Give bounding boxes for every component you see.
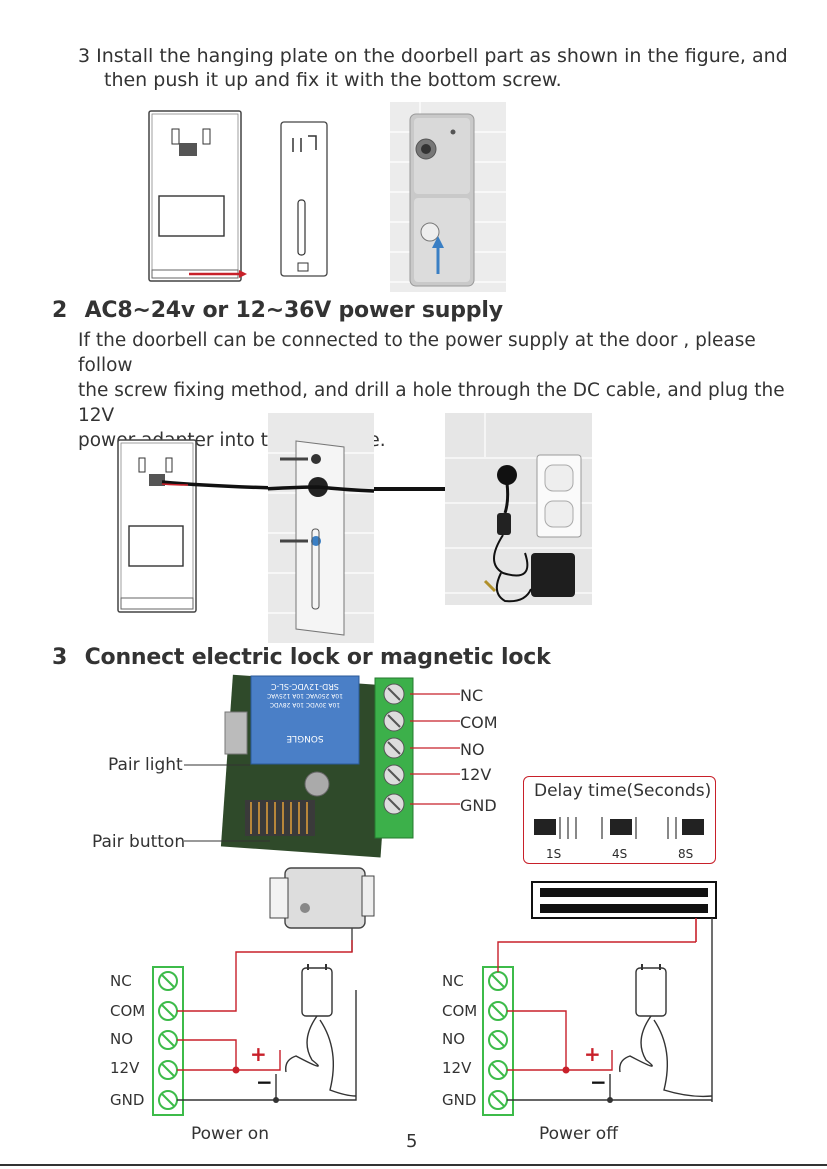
doorbell-back-cable-figure bbox=[117, 439, 276, 613]
left-terminal-com: COM bbox=[110, 1002, 146, 1020]
section-number: 3 bbox=[52, 645, 68, 670]
install-step-line2: then push it up and fix it with the bott… bbox=[104, 69, 562, 91]
footer-rule bbox=[0, 1164, 827, 1166]
lock-section-heading: 3 Connect electric lock or magnetic lock bbox=[52, 645, 551, 670]
section-title: AC8~24v or 12~36V power supply bbox=[84, 298, 503, 323]
power-off-caption: Power off bbox=[539, 1124, 618, 1144]
left-terminal-12v: 12V bbox=[110, 1059, 140, 1077]
electric-lock-icon bbox=[269, 867, 375, 952]
page-number: 5 bbox=[406, 1131, 418, 1152]
delay-title: Delay time(Seconds) bbox=[534, 781, 712, 801]
relay-text-1: SRD-12VDC-SL-C bbox=[271, 682, 339, 691]
para-line: the screw fixing method, and drill a hol… bbox=[78, 380, 785, 426]
delay-time-panel: Delay time(Seconds) 1S 4S 8S bbox=[523, 776, 716, 864]
step-text: Install the hanging plate on the doorbel… bbox=[96, 45, 788, 67]
install-step-line1: 3 Install the hanging plate on the doorb… bbox=[78, 44, 788, 68]
terminal-label-gnd: GND bbox=[460, 796, 497, 815]
hanging-plate-figure bbox=[280, 121, 328, 277]
delay-option-1s: 1S bbox=[546, 847, 562, 861]
right-terminal-nc: NC bbox=[442, 972, 464, 990]
doorbell-mounted-photo bbox=[390, 102, 506, 292]
delay-option-4s: 4S bbox=[612, 847, 628, 861]
relay-module-figure: SRD-12VDC-SL-C 10A 250VAC 10A 125VAC 10A… bbox=[220, 674, 414, 858]
left-terminal-gnd: GND bbox=[110, 1091, 145, 1109]
doorbell-back-figure bbox=[148, 110, 247, 282]
jumper-settings-icon bbox=[534, 817, 704, 839]
delay-option-8s: 8S bbox=[678, 847, 694, 861]
dc-cable-segment bbox=[374, 487, 446, 491]
wiring-diagrams: + − + − bbox=[152, 867, 717, 1116]
step-number: 3 bbox=[78, 45, 91, 67]
relay-text-3: 10A 30VDC 10A 28VDC bbox=[270, 701, 340, 708]
right-terminal-gnd: GND bbox=[442, 1091, 477, 1109]
relay-leader-lines bbox=[184, 693, 460, 842]
para-line: If the doorbell can be connected to the … bbox=[78, 330, 756, 376]
power-adapter-icon-left bbox=[285, 964, 357, 1097]
left-terminal-nc: NC bbox=[110, 972, 132, 990]
relay-text-2: 10A 250VAC 10A 125VAC bbox=[267, 692, 343, 699]
pair-light-label: Pair light bbox=[108, 755, 183, 775]
left-terminal-no: NO bbox=[110, 1030, 134, 1048]
section-title: Connect electric lock or magnetic lock bbox=[84, 645, 551, 670]
plus-sign-right: + bbox=[584, 1042, 601, 1066]
right-terminal-12v: 12V bbox=[442, 1059, 472, 1077]
relay-brand: SONGLE bbox=[286, 733, 324, 743]
terminal-label-no: NO bbox=[460, 740, 485, 759]
outlet-adapter-figure bbox=[445, 413, 592, 605]
power-adapter-icon-right bbox=[619, 964, 713, 1098]
section-number: 2 bbox=[52, 298, 68, 323]
plate-wall-cable-figure bbox=[268, 413, 374, 643]
minus-sign-left: − bbox=[256, 1070, 273, 1094]
right-terminal-no: NO bbox=[442, 1030, 466, 1048]
terminal-label-com: COM bbox=[460, 713, 498, 732]
power-on-caption: Power on bbox=[191, 1124, 269, 1144]
plus-sign-left: + bbox=[250, 1042, 267, 1066]
minus-sign-right: − bbox=[590, 1070, 607, 1094]
power-description: If the doorbell can be connected to the … bbox=[78, 328, 798, 453]
magnetic-lock-icon bbox=[531, 881, 717, 1102]
right-terminal-com: COM bbox=[442, 1002, 478, 1020]
pair-button-label: Pair button bbox=[92, 832, 186, 852]
power-section-heading: 2 AC8~24v or 12~36V power supply bbox=[52, 298, 503, 323]
terminal-label-12v: 12V bbox=[460, 765, 492, 784]
terminal-label-nc: NC bbox=[460, 686, 484, 705]
